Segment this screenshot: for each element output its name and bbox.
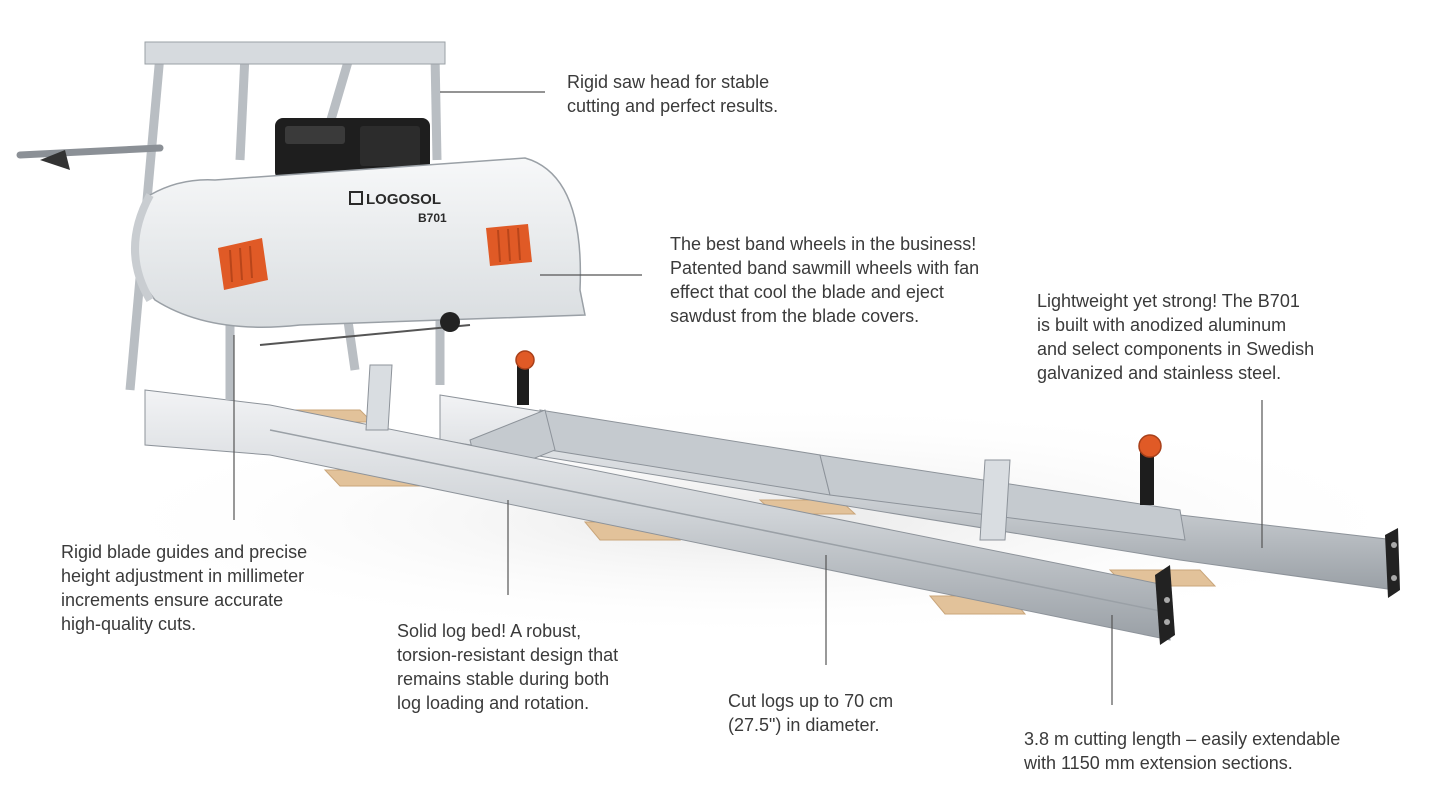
annotation-cutting-length: 3.8 m cutting length – easily extendable… [1024, 727, 1340, 775]
annotation-line: galvanized and stainless steel. [1037, 363, 1282, 383]
annotation-line: torsion-resistant design that [397, 645, 619, 665]
annotation-line: cutting and perfect results. [567, 96, 779, 116]
annotation-line: and select components in Swedish [1037, 339, 1315, 359]
blade-guide [259, 312, 471, 346]
annotation-line: sawdust from the blade covers. [670, 306, 920, 326]
wheel-vent-left [218, 238, 268, 290]
annotation-line: remains stable during both [397, 669, 610, 689]
push-handle [16, 144, 164, 170]
brand-logo: LOGOSOL B701 [349, 191, 447, 225]
annotation-line: Cut logs up to 70 cm [728, 691, 894, 711]
annotation-line: log loading and rotation. [397, 693, 590, 713]
annotation-line: effect that cool the blade and eject [670, 282, 944, 302]
annotation-blade-guides: Rigid blade guides and precise height ad… [61, 540, 307, 636]
engine [275, 118, 430, 180]
annotation-line: Solid log bed! A robust, [397, 621, 582, 641]
leader-lines [233, 91, 1263, 705]
blade-cover [133, 157, 586, 328]
annotation-lightweight: Lightweight yet strong! The B701 is buil… [1037, 289, 1314, 385]
annotation-line: Lightweight yet strong! The B701 [1037, 291, 1300, 311]
annotation-saw-head: Rigid saw head for stable cutting and pe… [567, 70, 778, 118]
annotation-line: The best band wheels in the business! [670, 234, 977, 254]
log-clamps [365, 364, 1011, 541]
annotation-line: is built with anodized aluminum [1037, 315, 1287, 335]
annotation-line: Patented band sawmill wheels with fan [670, 258, 980, 278]
log-stop-front [515, 350, 535, 405]
annotation-line: (27.5") in diameter. [728, 715, 880, 735]
wheel-vent-right [486, 224, 532, 266]
annotation-line: 3.8 m cutting length – easily extendable [1024, 729, 1341, 749]
annotation-line: height adjustment in millimeter [61, 566, 305, 586]
annotation-line: high-quality cuts. [61, 614, 197, 634]
annotation-line: with 1150 mm extension sections. [1024, 753, 1293, 773]
log-stop-rear [1138, 434, 1162, 505]
annotation-log-bed: Solid log bed! A robust, torsion-resista… [397, 619, 618, 715]
brand-logo-text: LOGOSOL [366, 191, 441, 208]
front-rail [144, 389, 1171, 641]
annotation-line: increments ensure accurate [61, 590, 284, 610]
annotation-cut-logs: Cut logs up to 70 cm (27.5") in diameter… [728, 689, 893, 737]
annotation-band-wheels: The best band wheels in the business! Pa… [670, 232, 979, 328]
annotation-line: Rigid saw head for stable [567, 72, 770, 92]
annotation-line: Rigid blade guides and precise [61, 542, 308, 562]
brand-model-text: B701 [418, 211, 447, 225]
